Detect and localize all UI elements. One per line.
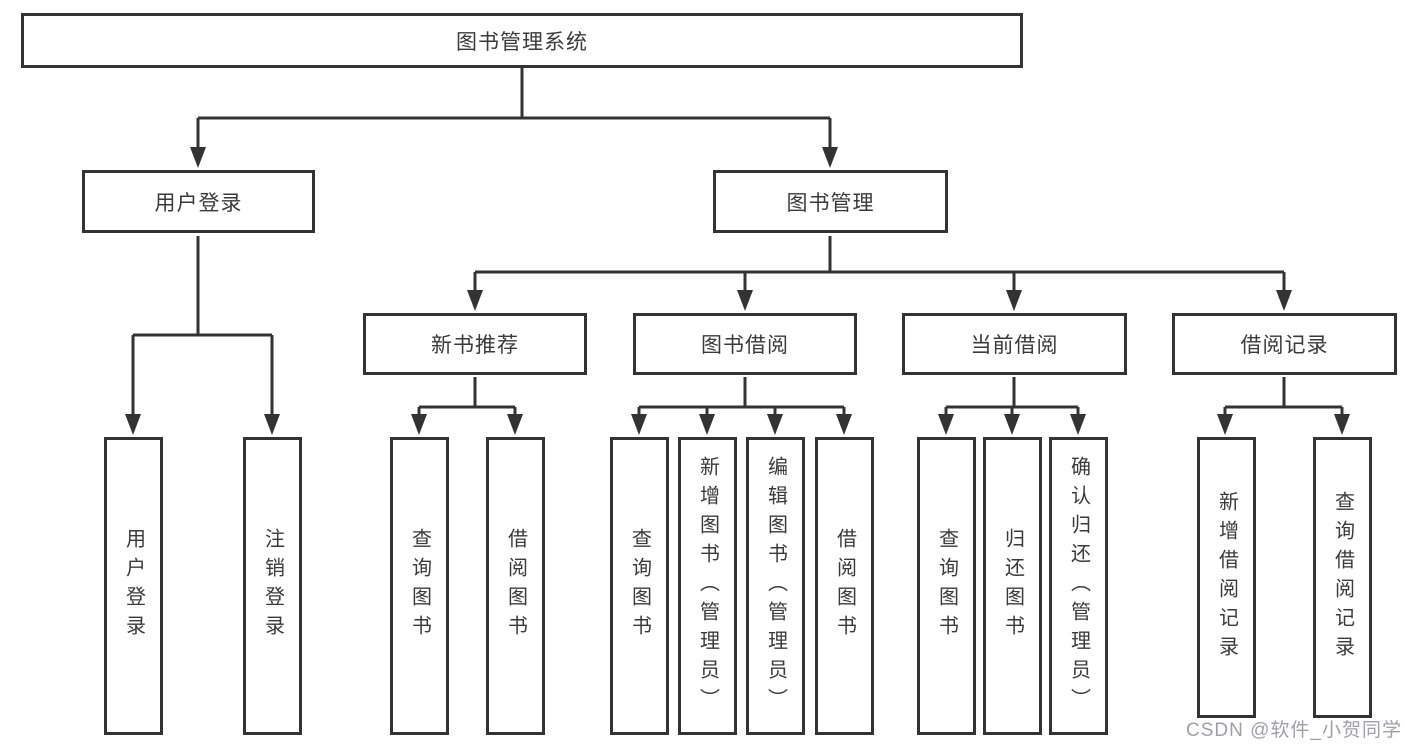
node-new-book-recommend: 新书推荐 xyxy=(363,313,587,375)
node-current-borrow: 当前借阅 xyxy=(902,313,1127,375)
node-add-borrow-record: 新增借阅记录 xyxy=(1197,437,1256,718)
node-book-borrow: 图书借阅 xyxy=(633,313,857,375)
node-login: 用户登录 xyxy=(104,437,163,735)
node-logout: 注销登录 xyxy=(243,437,302,735)
csdn-watermark: CSDN @软件_小贺同学 xyxy=(1186,720,1402,741)
node-return-book: 归还图书 xyxy=(983,437,1042,735)
node-query-books-borrow: 查询图书 xyxy=(610,437,669,735)
node-query-books-recommend: 查询图书 xyxy=(390,437,449,735)
node-query-books-current: 查询图书 xyxy=(917,437,976,735)
node-book-management-system: 图书管理系统 xyxy=(21,13,1023,68)
node-edit-book-admin: 编辑图书（管理员） xyxy=(746,437,805,735)
node-add-book-admin: 新增图书（管理员） xyxy=(678,437,737,735)
node-borrow-books: 借阅图书 xyxy=(815,437,874,735)
node-user-login: 用户登录 xyxy=(82,170,315,233)
node-borrow-records: 借阅记录 xyxy=(1172,313,1397,375)
node-borrow-books-recommend: 借阅图书 xyxy=(486,437,545,735)
node-query-borrow-record: 查询借阅记录 xyxy=(1313,437,1372,718)
node-book-management: 图书管理 xyxy=(713,170,948,233)
node-confirm-return-admin: 确认归还（管理员） xyxy=(1049,437,1108,735)
